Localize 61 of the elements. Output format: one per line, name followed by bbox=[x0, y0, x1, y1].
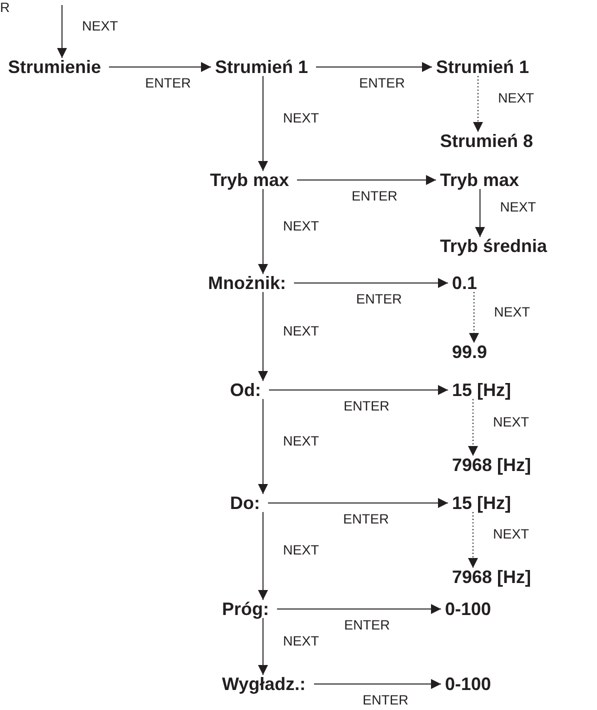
edge-label: ENTER bbox=[358, 76, 406, 90]
arrow bbox=[314, 679, 442, 689]
edge-label: NEXT bbox=[499, 200, 537, 214]
edge-label: ENTER bbox=[362, 692, 410, 708]
menu-item-text: Strumień 1 bbox=[436, 56, 530, 78]
arrow bbox=[258, 618, 268, 676]
arrow bbox=[258, 292, 268, 382]
edge-label: NEXT bbox=[282, 542, 320, 558]
edge-label: NEXT bbox=[493, 304, 531, 319]
arrow bbox=[268, 498, 448, 508]
menu-item-text: 99.9 bbox=[452, 341, 488, 363]
menu-item-text: Tryb średnia bbox=[440, 235, 548, 257]
arrow bbox=[469, 292, 479, 344]
note-text: R bbox=[0, 0, 10, 15]
menu-item-text: Do: bbox=[230, 492, 260, 514]
edge-label: NEXT bbox=[492, 526, 530, 542]
edge-label: NEXT bbox=[492, 414, 530, 429]
edge-label: ENTER bbox=[144, 76, 192, 90]
menu-item-text: 0.1 bbox=[452, 272, 478, 294]
arrow bbox=[108, 62, 212, 72]
edge-label: ENTER bbox=[343, 618, 391, 632]
menu-item-text: Strumienie bbox=[8, 56, 102, 78]
menu-item-text: 0-100 bbox=[445, 673, 492, 695]
menu-item-text: Próg: bbox=[222, 598, 269, 620]
menu-item-text: Mnożnik: bbox=[208, 272, 286, 294]
menu-item-text: Strumień 1 bbox=[215, 56, 308, 78]
edge-label: NEXT bbox=[282, 110, 320, 125]
menu-item-text: 15 [Hz] bbox=[452, 492, 512, 514]
edge-label: ENTER bbox=[342, 398, 390, 414]
arrow bbox=[57, 4, 67, 58]
arrow bbox=[276, 604, 442, 614]
edge-label: NEXT bbox=[282, 633, 320, 648]
menu-item-text: 0-100 bbox=[445, 598, 492, 620]
menu-item-text: 7968 [Hz] bbox=[452, 566, 532, 588]
edge-label: NEXT bbox=[497, 90, 535, 106]
menu-item-text: Tryb max bbox=[210, 169, 290, 191]
edge-label: NEXT bbox=[282, 323, 320, 338]
arrow bbox=[473, 76, 483, 132]
menu-item-text: Wygładz.: bbox=[222, 673, 306, 695]
edge-label: ENTER bbox=[355, 292, 403, 306]
edge-label: ENTER bbox=[342, 512, 390, 526]
arrow bbox=[296, 175, 436, 185]
edge-label: NEXT bbox=[81, 18, 119, 33]
arrow bbox=[258, 76, 268, 172]
menu-item-text: Strumień 8 bbox=[440, 130, 534, 152]
arrow bbox=[294, 278, 448, 288]
arrow bbox=[258, 398, 268, 494]
arrow bbox=[268, 385, 448, 395]
edge-label: ENTER bbox=[350, 188, 398, 204]
arrow bbox=[258, 188, 268, 274]
arrow bbox=[468, 398, 478, 456]
arrow bbox=[316, 62, 432, 72]
menu-item-text: Od: bbox=[230, 379, 261, 401]
arrow bbox=[475, 188, 485, 238]
menu-item-text: 7968 [Hz] bbox=[452, 454, 532, 476]
menu-item-text: Tryb max bbox=[440, 169, 520, 191]
arrow bbox=[468, 512, 478, 568]
edge-label: NEXT bbox=[282, 433, 320, 448]
arrow bbox=[258, 512, 268, 600]
menu-item-text: 15 [Hz] bbox=[452, 379, 512, 401]
edge-label: NEXT bbox=[282, 218, 320, 233]
